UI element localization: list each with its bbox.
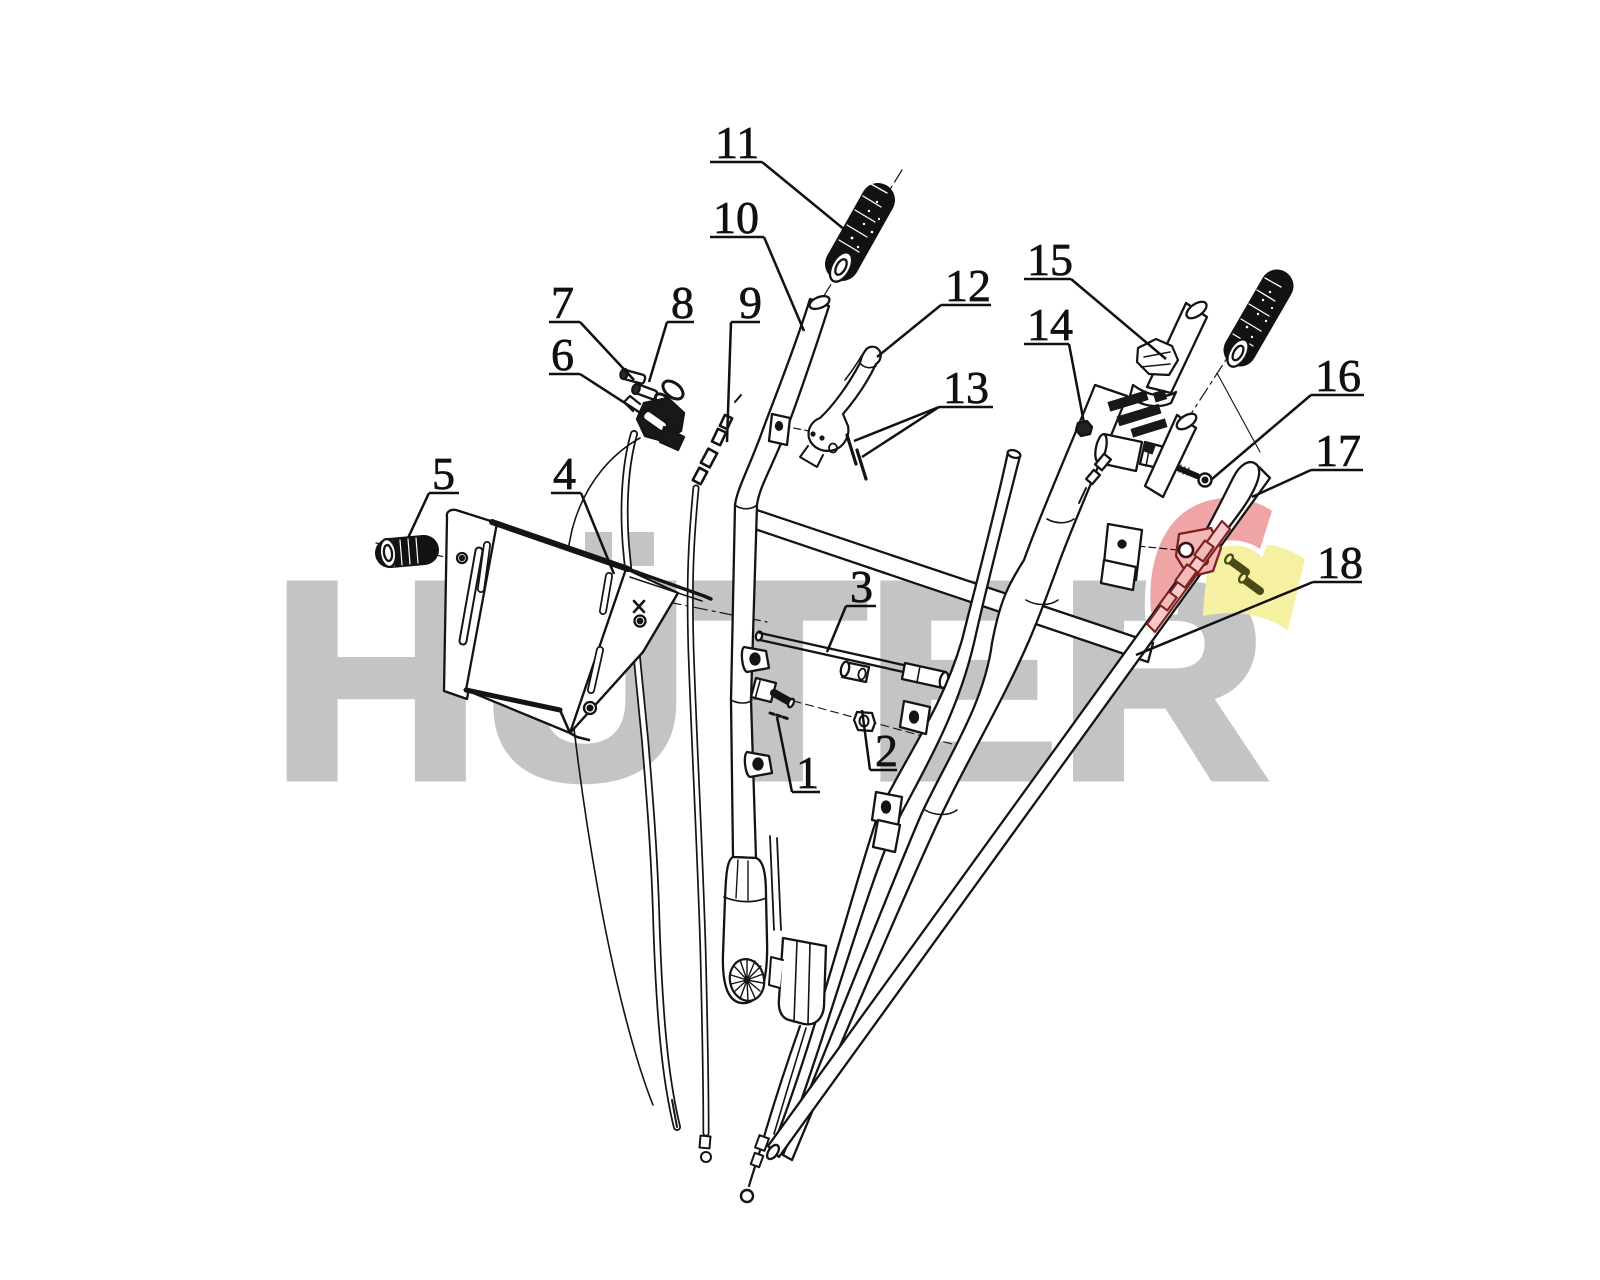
svg-text:7: 7 (551, 277, 574, 328)
svg-text:9: 9 (739, 277, 762, 328)
svg-text:13: 13 (943, 362, 989, 413)
svg-text:6: 6 (551, 329, 574, 380)
svg-text:10: 10 (713, 192, 759, 243)
svg-text:16: 16 (1315, 350, 1361, 401)
svg-text:11: 11 (715, 117, 759, 168)
svg-text:2: 2 (875, 725, 898, 776)
svg-text:17: 17 (1315, 425, 1361, 476)
svg-text:1: 1 (796, 747, 819, 798)
svg-text:12: 12 (945, 260, 991, 311)
svg-text:8: 8 (671, 277, 694, 328)
svg-text:15: 15 (1027, 234, 1073, 285)
svg-text:18: 18 (1317, 537, 1363, 588)
svg-text:4: 4 (553, 448, 576, 499)
svg-text:3: 3 (850, 561, 873, 612)
svg-text:14: 14 (1027, 299, 1073, 350)
svg-text:5: 5 (432, 448, 455, 499)
